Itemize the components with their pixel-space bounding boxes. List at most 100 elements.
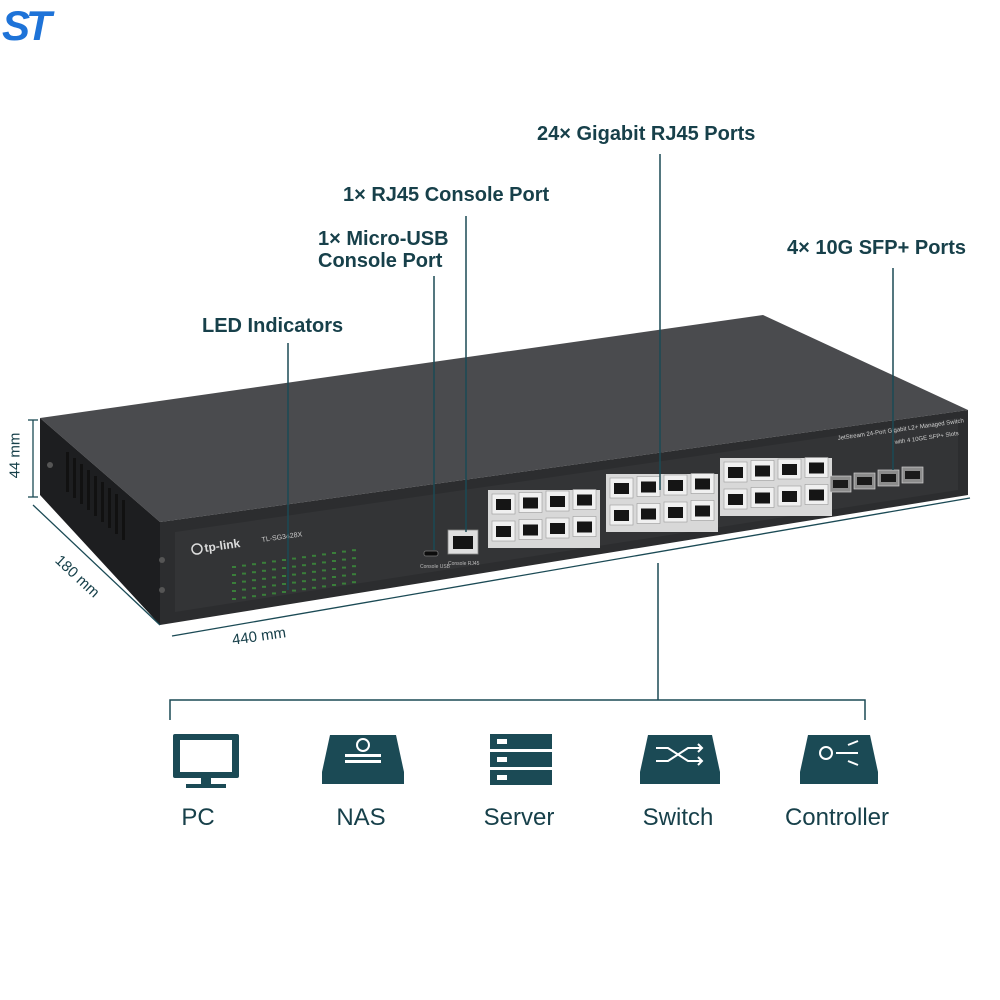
led-indicator: [352, 549, 356, 552]
rj45-jack: [496, 526, 511, 537]
rj45-jack: [550, 523, 565, 534]
led-indicator: [352, 557, 356, 560]
led-indicator: [312, 554, 316, 557]
led-indicator: [292, 589, 296, 592]
rj45-jack: [550, 496, 565, 507]
switch-icon: [640, 735, 720, 784]
led-indicator: [282, 567, 286, 569]
led-indicator: [302, 564, 306, 567]
sfp-slot: [881, 474, 896, 482]
console-rj45-label: Console RJ45: [448, 561, 480, 567]
led-indicator: [272, 560, 276, 563]
rj45-jack: [782, 491, 797, 502]
led-indicator: [232, 590, 236, 592]
dimension-lines: [28, 419, 971, 637]
led-indicator: [262, 585, 266, 588]
led-indicator: [302, 588, 306, 591]
device-label-controller: Controller: [784, 804, 890, 831]
led-indicator: [332, 568, 336, 570]
callout-gigabit-ports: 24× Gigabit RJ45 Ports: [537, 123, 756, 145]
width-dimension-line: [171, 497, 971, 637]
led-indicator: [232, 598, 236, 600]
led-indicator: [332, 552, 336, 554]
chassis-side: [40, 418, 160, 625]
rj45-jack: [728, 467, 743, 478]
led-indicator: [232, 566, 236, 568]
server-icon: [490, 734, 552, 785]
device-label-switch: Switch: [642, 804, 714, 831]
rj45-jack: [755, 492, 770, 504]
rj45-jack: [641, 508, 656, 520]
watermark-logo: ST: [2, 2, 52, 49]
led-indicator: [282, 591, 286, 593]
rj45-jack: [695, 505, 710, 517]
led-indicator: [282, 559, 286, 561]
led-indicator: [342, 550, 346, 553]
rj45-jack: [728, 494, 743, 505]
led-indicator: [342, 574, 346, 577]
led-indicator: [332, 576, 336, 578]
led-indicator: [242, 588, 246, 591]
rj45-jack: [668, 480, 683, 491]
rack-screw: [159, 557, 165, 563]
led-indicator: [262, 593, 266, 596]
led-indicator: [312, 570, 316, 573]
led-indicator: [322, 569, 326, 572]
console-usb-label: Console USB: [420, 564, 451, 570]
led-indicator: [332, 560, 336, 562]
led-indicator: [322, 561, 326, 564]
led-indicator: [292, 581, 296, 584]
led-indicator: [242, 564, 246, 567]
led-indicator: [232, 574, 236, 576]
led-indicator: [272, 584, 276, 587]
led-indicator: [352, 581, 356, 584]
rj45-jack: [496, 499, 511, 510]
led-indicator: [272, 568, 276, 571]
led-indicator: [282, 575, 286, 577]
led-indicator: [322, 553, 326, 556]
led-indicator: [292, 573, 296, 576]
led-indicator: [342, 582, 346, 585]
led-indicator: [252, 587, 256, 590]
sfp-slot: [905, 471, 920, 479]
rj45-jack: [782, 464, 797, 475]
sfp-slot: [833, 480, 848, 488]
rj45-console-jack: [453, 536, 473, 549]
brand-logo-icon: [191, 543, 203, 555]
rj45-jack: [577, 521, 592, 533]
rj45-jack: [577, 494, 592, 506]
led-indicator: [252, 579, 256, 582]
side-vents: [66, 452, 125, 540]
chassis-top: [40, 315, 968, 522]
rj45-jack: [641, 481, 656, 493]
rj45-jack: [523, 497, 538, 509]
rack-screw: [159, 587, 165, 593]
led-indicator: [302, 572, 306, 575]
device-label-nas: NAS: [336, 804, 386, 831]
led-indicator: [322, 585, 326, 588]
led-indicator: [232, 582, 236, 584]
led-indicator-panel: [232, 549, 356, 600]
rj45-jack: [695, 478, 710, 490]
sfp-slot: [857, 477, 872, 485]
led-indicator: [282, 583, 286, 585]
gigabit-port-array: [488, 457, 832, 548]
micro-usb-port: [423, 550, 439, 557]
led-indicator: [332, 584, 336, 586]
led-indicator: [342, 558, 346, 561]
rack-screw: [47, 462, 53, 468]
callout-led-indicators: LED Indicators: [202, 315, 344, 337]
led-indicator: [262, 569, 266, 572]
dimension-height-label: 44 mm: [6, 432, 24, 479]
led-indicator: [272, 592, 276, 595]
controller-icon: [800, 735, 878, 784]
led-indicator: [302, 580, 306, 583]
rj45-jack: [809, 489, 824, 501]
led-indicator: [292, 557, 296, 560]
pc-icon: [173, 734, 239, 788]
callout-rj45-console: 1× RJ45 Console Port: [343, 184, 550, 206]
rj45-jack: [523, 524, 538, 536]
led-indicator: [242, 572, 246, 575]
callout-leaders: [287, 154, 894, 590]
connection-bracket: [169, 563, 866, 720]
